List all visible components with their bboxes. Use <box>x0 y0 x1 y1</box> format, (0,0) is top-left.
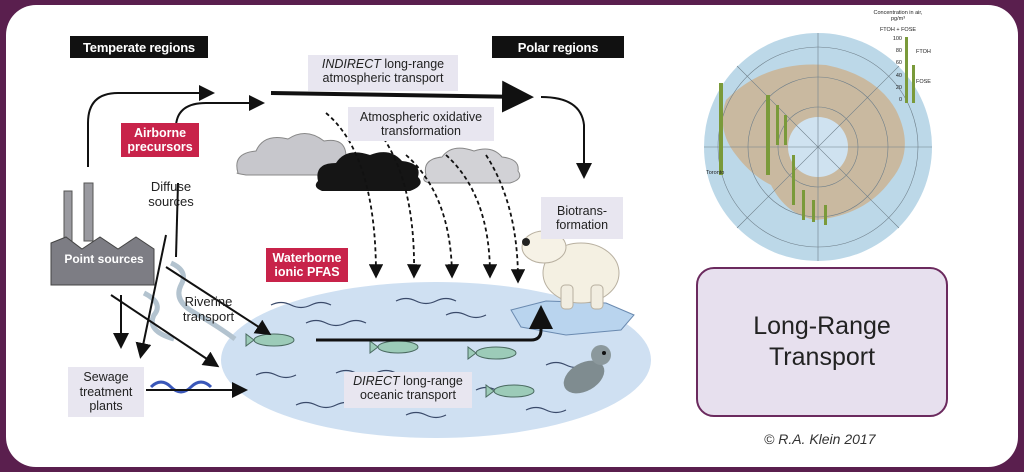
polar-map <box>704 33 932 261</box>
airborne-precursors-label: Airborne precursors <box>121 123 199 157</box>
legend-tick: 0 <box>898 97 902 104</box>
map-legend-ticks: 100 80 60 40 20 0 <box>886 33 902 106</box>
oxidative-transformation-label: Atmospheric oxidative transformation <box>348 107 494 141</box>
legend-tick: 80 <box>895 48 902 55</box>
long-range-transport-title: Long-Range Transport <box>696 267 948 417</box>
riverine-transport-label: Riverine transport <box>182 294 235 324</box>
direct-transport-arrow <box>316 305 553 342</box>
map-legend-title: Concentration in air, pg/m³ <box>873 10 923 23</box>
map-legend-ftoh: FTOH <box>916 49 931 55</box>
ocean-waves <box>255 297 587 419</box>
indirect-line2: atmospheric transport <box>322 71 444 86</box>
map-city-label: Toronto <box>706 170 725 176</box>
direct-rest: long-range <box>399 374 463 388</box>
slide-card: Temperate regions Polar regions INDIRECT… <box>6 5 1018 467</box>
flow-arrows <box>110 182 272 398</box>
direct-line2: oceanic transport <box>360 388 456 403</box>
sewage-plants-label: Sewage treatment plants <box>68 367 144 417</box>
direct-transport-label: DIRECT long-range oceanic transport <box>344 372 472 408</box>
map-legend-subtitle: FTOH + FOSE <box>879 27 917 33</box>
diffuse-sources-label: Diffuse sources <box>148 179 194 209</box>
factory-illustration <box>50 182 155 286</box>
indirect-transport-arrow <box>270 80 534 113</box>
legend-tick: 20 <box>895 84 902 91</box>
temperate-regions-label: Temperate regions <box>70 36 208 58</box>
seal-illustration <box>563 345 611 394</box>
legend-tick: 100 <box>892 36 902 42</box>
polar-bear-illustration <box>521 230 620 310</box>
legend-tick: 40 <box>895 72 902 79</box>
fish-group <box>245 333 535 398</box>
map-legend-fose: FOSE <box>916 79 931 85</box>
polar-down-arrow <box>540 96 592 179</box>
precursor-rise-arrow <box>175 95 265 126</box>
polar-regions-label: Polar regions <box>492 36 624 58</box>
biotransformation-label: Biotrans- formation <box>541 197 623 239</box>
legend-tick: 60 <box>895 60 902 67</box>
temperate-rise-arrow <box>87 85 215 167</box>
clouds <box>236 133 521 191</box>
indirect-transport-label: INDIRECT long-range atmospheric transpor… <box>308 55 458 91</box>
copyright-credit: © R.A. Klein 2017 <box>764 431 876 447</box>
direct-em: DIRECT <box>353 374 400 388</box>
indirect-rest: long-range <box>380 57 445 71</box>
waterborne-pfas-label: Waterborne ionic PFAS <box>266 248 348 282</box>
point-sources-label: Point sources <box>64 252 144 266</box>
indirect-em: INDIRECT <box>321 57 381 71</box>
diagram-artwork <box>50 33 932 438</box>
